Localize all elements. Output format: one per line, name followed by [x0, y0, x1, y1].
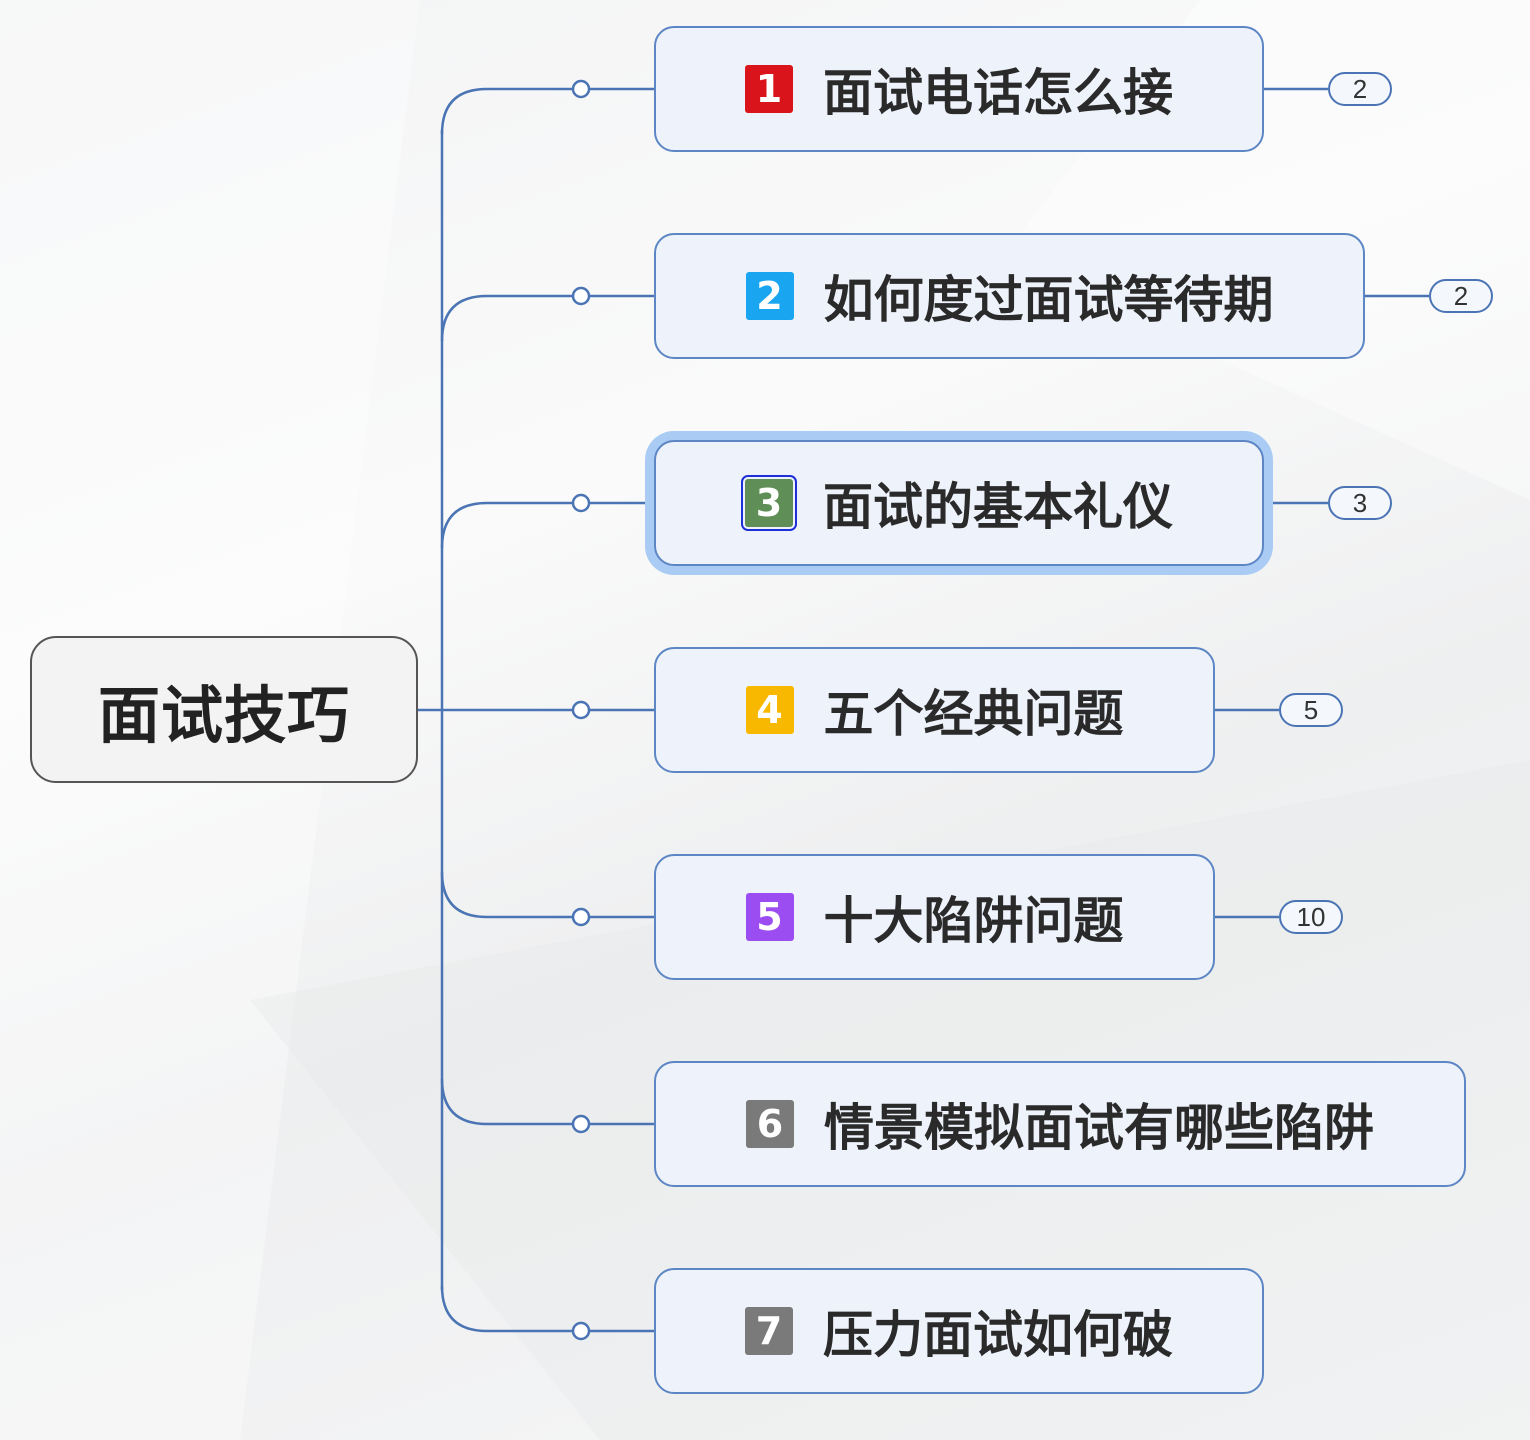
- collapse-toggle[interactable]: [571, 700, 591, 720]
- priority-6-icon: 6: [746, 1100, 794, 1148]
- priority-5-icon: 5: [745, 893, 794, 941]
- subtopic-count-badge[interactable]: 2: [1429, 279, 1493, 313]
- collapse-toggle[interactable]: [571, 79, 591, 99]
- priority-4-icon: 4: [745, 686, 794, 734]
- collapse-toggle[interactable]: [571, 493, 591, 513]
- branch-connector: [440, 294, 654, 342]
- topic-3[interactable]: 3 面试的基本礼仪: [654, 440, 1264, 566]
- branch-connector: [440, 87, 654, 135]
- subtopic-count-badge[interactable]: 3: [1328, 486, 1392, 520]
- topic-4[interactable]: 4 五个经典问题: [654, 647, 1215, 773]
- subtopic-count-badge[interactable]: 2: [1328, 72, 1392, 106]
- collapse-toggle[interactable]: [571, 1114, 591, 1134]
- topic-label: 十大陷阱问题: [823, 892, 1124, 950]
- topic-2[interactable]: 2 如何度过面试等待期: [654, 233, 1365, 359]
- priority-3-icon: 3: [741, 475, 797, 531]
- priority-7-icon: 7: [745, 1307, 793, 1355]
- topic-5[interactable]: 5 十大陷阱问题: [654, 854, 1215, 980]
- collapse-toggle[interactable]: [571, 1321, 591, 1341]
- subtopic-count-badge[interactable]: 5: [1279, 693, 1343, 727]
- collapse-toggle[interactable]: [571, 286, 591, 306]
- topic-label: 情景模拟面试有哪些陷阱: [824, 1099, 1374, 1157]
- topic-label: 压力面试如何破: [823, 1306, 1173, 1364]
- topic-1[interactable]: 1 面试电话怎么接: [654, 26, 1264, 152]
- topic-label: 五个经典问题: [823, 685, 1124, 743]
- priority-1-icon: 1: [745, 65, 793, 113]
- collapse-toggle[interactable]: [571, 907, 591, 927]
- topic-label: 面试电话怎么接: [823, 64, 1173, 122]
- topic-7[interactable]: 7 压力面试如何破: [654, 1268, 1264, 1394]
- branch-connector: [440, 1078, 654, 1126]
- branch-connector: [440, 1285, 654, 1333]
- priority-2-icon: 2: [745, 272, 794, 320]
- central-topic[interactable]: 面试技巧: [30, 636, 418, 783]
- subtopic-count-badge[interactable]: 10: [1279, 900, 1343, 934]
- branch-connector: [440, 501, 654, 549]
- topic-6[interactable]: 6 情景模拟面试有哪些陷阱: [654, 1061, 1466, 1187]
- topic-label: 如何度过面试等待期: [823, 271, 1274, 329]
- topic-label: 面试的基本礼仪: [823, 478, 1173, 536]
- central-topic-label: 面试技巧: [97, 678, 350, 752]
- branch-connector: [440, 871, 654, 919]
